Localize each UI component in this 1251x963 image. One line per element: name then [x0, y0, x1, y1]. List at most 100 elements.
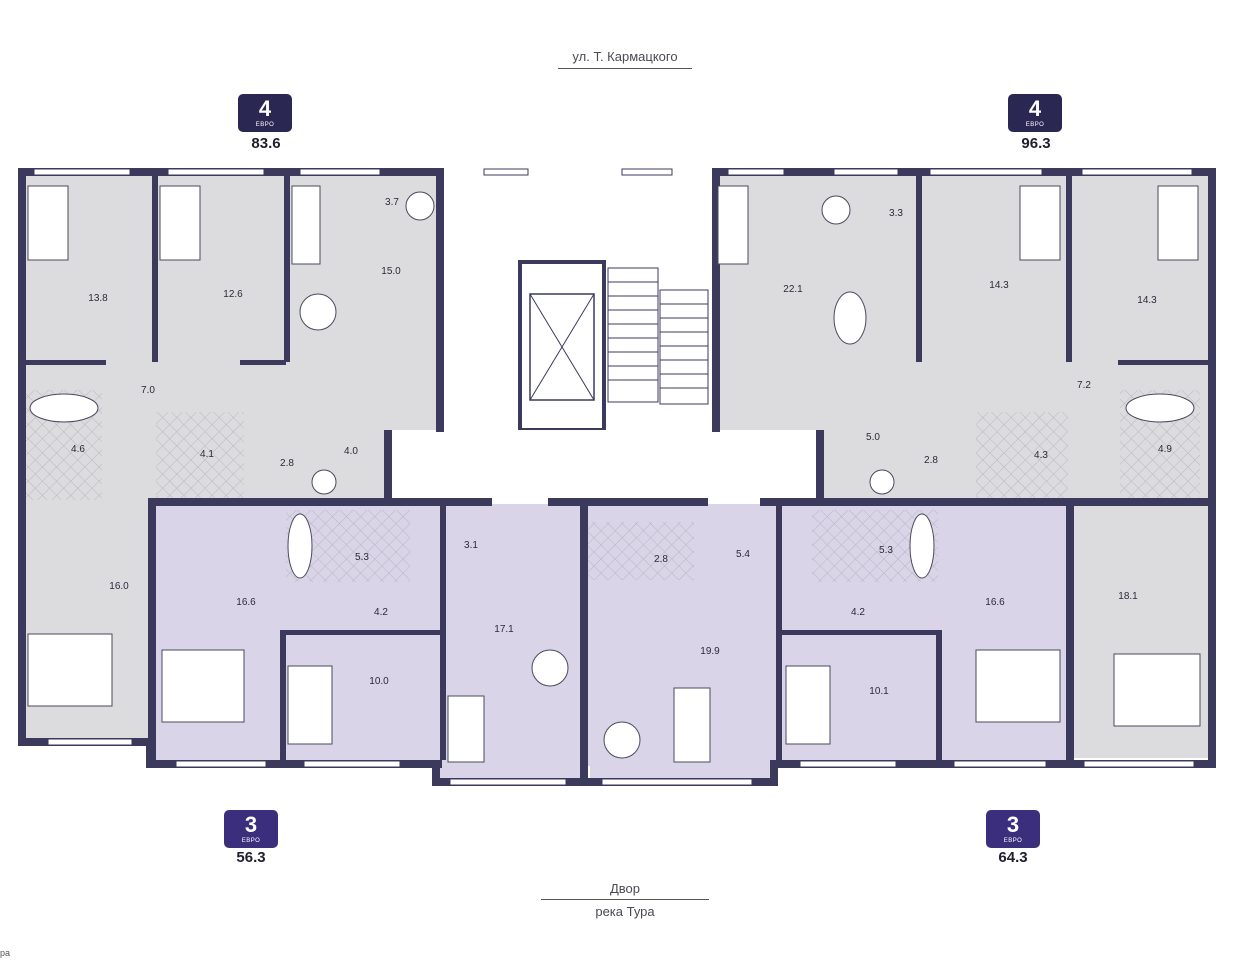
wall-south-sw [146, 760, 442, 768]
corridor-fill [390, 430, 820, 504]
bed [785, 665, 831, 745]
apartment-type: ЕВРО [255, 122, 275, 128]
bathtub [1125, 393, 1195, 423]
window [1083, 760, 1195, 768]
room-area-label: 16.6 [236, 597, 256, 608]
window [47, 738, 133, 746]
apartment-badge-se[interactable]: 3 ЕВРО [986, 810, 1040, 848]
chair [405, 191, 435, 221]
window [483, 168, 529, 176]
chair [311, 469, 337, 495]
window [299, 168, 381, 176]
room-area-label: 5.3 [879, 545, 893, 556]
wall-corridor-left [384, 430, 392, 504]
bed [27, 633, 113, 707]
apartment-type: ЕВРО [1003, 838, 1023, 844]
chair [821, 195, 851, 225]
wall-sw-bed-divider [280, 630, 286, 766]
wall-ne-bed2-bottom [1118, 360, 1208, 365]
window [449, 778, 567, 786]
wall-bay-se-right [770, 760, 778, 786]
window [799, 760, 897, 768]
windows [33, 168, 1195, 786]
sofa [447, 695, 485, 763]
room-area-label: 2.8 [280, 458, 294, 469]
river-label: река Тура [595, 904, 655, 919]
apartment-area-ne: 96.3 [1021, 135, 1051, 152]
wall-se-bed-top [776, 630, 936, 635]
bathroom-tile-ne [976, 412, 1068, 500]
room-area-label: 3.7 [385, 197, 399, 208]
room-area-label: 4.3 [1034, 450, 1048, 461]
window [175, 760, 267, 768]
bed [1019, 185, 1061, 261]
window [601, 778, 753, 786]
room-area-label: 4.1 [200, 449, 214, 460]
elevator-car [529, 293, 595, 401]
wall-ne-bed-divider [916, 176, 922, 362]
bed [1113, 653, 1201, 727]
wall-core-right [712, 168, 720, 432]
dining-table [833, 291, 867, 345]
room-labels: 13.8 12.6 15.0 3.7 7.0 4.6 4.1 2.8 4.0 1… [71, 197, 1172, 697]
wall-east [1208, 168, 1216, 764]
bathtub [287, 513, 313, 579]
rooms-count: 4 [1028, 96, 1042, 121]
street-top-underline [558, 68, 692, 69]
dining-table [531, 649, 569, 687]
room-area-label: 2.8 [924, 455, 938, 466]
wall-sw-west [148, 498, 156, 766]
wall-sw-bed-top [286, 630, 446, 635]
wall-mid-center [548, 498, 708, 506]
sofa [717, 185, 749, 265]
room-area-label: 7.0 [141, 385, 155, 396]
apartment-badge-nw[interactable]: 4 ЕВРО [238, 94, 292, 132]
wall-nw-bed2-divider [284, 176, 290, 362]
furniture [27, 185, 1201, 763]
wall-nw-bed-divider [152, 176, 158, 362]
edge-text: ра [0, 948, 11, 958]
wall-west [18, 168, 26, 744]
apartment-badge-ne[interactable]: 4 ЕВРО [1008, 94, 1062, 132]
window [303, 760, 401, 768]
room-area-label: 12.6 [223, 289, 243, 300]
wall-se-east [1066, 498, 1074, 766]
apartment-sw-bay-fill [440, 766, 580, 780]
room-area-label: 4.2 [851, 607, 865, 618]
room-area-label: 18.1 [1118, 591, 1138, 602]
stair-core [390, 174, 820, 504]
room-area-label: 4.2 [374, 607, 388, 618]
bathtub [29, 393, 99, 423]
wall-bay-sw-left [432, 760, 440, 786]
window [167, 168, 265, 176]
room-area-label: 5.3 [355, 552, 369, 563]
apartment-type: ЕВРО [1025, 122, 1045, 128]
dining-table [299, 293, 337, 331]
chair [869, 469, 895, 495]
apartment-type: ЕВРО [241, 838, 261, 844]
courtyard-underline [541, 899, 709, 900]
bed [161, 649, 245, 723]
room-area-label: 3.3 [889, 208, 903, 219]
room-area-label: 2.8 [654, 554, 668, 565]
window [33, 168, 131, 176]
wall-nw-bed2-bottom [240, 360, 286, 365]
room-area-label: 3.1 [464, 540, 478, 551]
window [1081, 168, 1193, 176]
window [929, 168, 1043, 176]
window [833, 168, 899, 176]
room-area-label: 19.9 [700, 646, 720, 657]
wall-corridor-right [816, 430, 824, 504]
bed [1157, 185, 1199, 261]
apartment-badge-sw[interactable]: 3 ЕВРО [224, 810, 278, 848]
bathroom-tile-nw2 [156, 412, 244, 500]
room-area-label: 16.6 [985, 597, 1005, 608]
apartment-area-sw: 56.3 [236, 849, 266, 866]
room-area-label: 14.3 [1137, 295, 1157, 306]
wall-se-kitchen-divider [776, 504, 782, 760]
window [727, 168, 785, 176]
apartment-area-nw: 83.6 [251, 135, 281, 152]
elevator-cross [529, 293, 595, 401]
street-top-label: ул. Т. Кармацкого [572, 49, 678, 64]
room-area-label: 15.0 [381, 266, 401, 277]
